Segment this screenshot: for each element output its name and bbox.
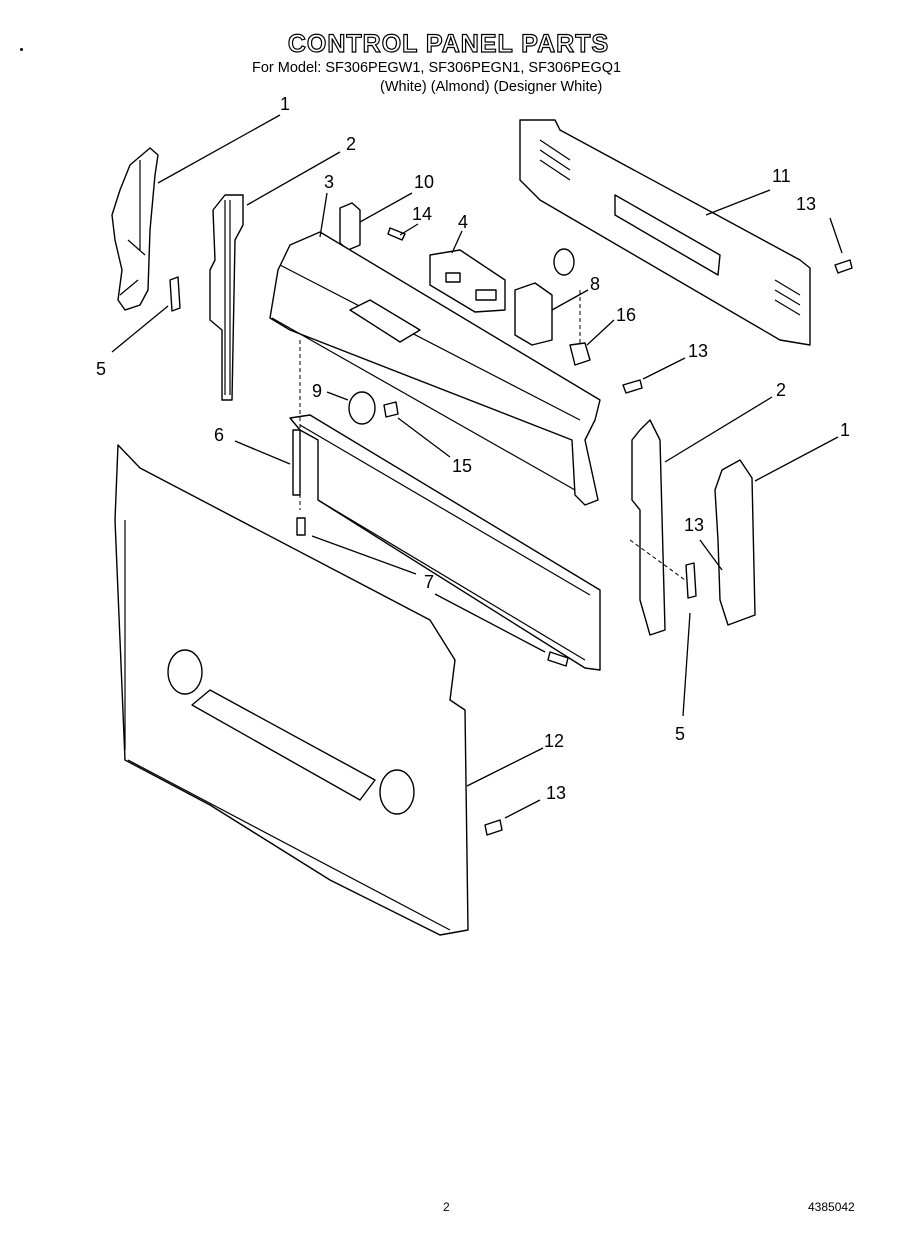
part-12-front-panel <box>114 444 469 936</box>
part-15-screw <box>383 401 399 418</box>
callout-13: 13 <box>796 194 816 214</box>
part-6-bracket <box>292 429 301 496</box>
part-13-screw-b <box>622 379 643 394</box>
callout-2: 2 <box>346 134 356 154</box>
callout-5: 5 <box>675 724 685 744</box>
document-number: 4385042 <box>808 1200 855 1214</box>
callout-4: 4 <box>458 212 468 232</box>
callout-15: 15 <box>452 456 472 476</box>
part-7-screw-right <box>547 651 569 667</box>
part-ring <box>553 248 575 276</box>
page-title: CONTROL PANEL PARTS <box>287 29 610 58</box>
part-1-right-endcap <box>714 459 756 626</box>
callout-11: 11 <box>772 166 791 186</box>
model-list: For Model: SF306PEGW1, SF306PEGN1, SF306… <box>252 60 622 76</box>
color-list: (White) (Almond) (Designer White) <box>380 79 603 95</box>
callout-numbers: 1 2 3 10 14 4 11 13 5 8 16 13 9 2 1 6 15… <box>96 94 850 803</box>
callout-8: 8 <box>590 274 600 294</box>
part-13-screw-a <box>834 259 853 274</box>
callout-3: 3 <box>324 172 334 192</box>
part-5-left-clip <box>169 276 181 312</box>
part-7-rail <box>289 414 601 671</box>
callout-5: 5 <box>96 359 106 379</box>
part-13-screw-d <box>484 819 503 836</box>
callout-13: 13 <box>546 783 566 803</box>
callout-9: 9 <box>312 381 322 401</box>
part-9-knob <box>348 391 376 425</box>
callout-13: 13 <box>688 341 708 361</box>
callout-1: 1 <box>840 420 850 440</box>
callout-7: 7 <box>424 572 434 592</box>
callout-1: 1 <box>280 94 290 114</box>
part-11-back-panel <box>519 119 811 346</box>
callout-12: 12 <box>544 731 564 751</box>
scan-dot <box>20 48 23 51</box>
part-10-bracket <box>339 202 361 251</box>
callout-6: 6 <box>214 425 224 445</box>
part-5-right-clip <box>685 562 697 599</box>
part-2-left-bracket <box>209 194 244 401</box>
part-14-screw <box>387 227 406 241</box>
part-7-screw-left <box>296 517 306 536</box>
part-8-switch <box>514 282 553 346</box>
part-16-switch <box>569 342 591 366</box>
callout-14: 14 <box>412 204 432 224</box>
page-number: 2 <box>443 1200 450 1214</box>
leader-lines <box>111 114 843 819</box>
part-1-left-endcap <box>111 147 159 311</box>
callout-10: 10 <box>414 172 434 192</box>
callout-13: 13 <box>684 515 704 535</box>
part-3-control-panel <box>269 231 601 506</box>
part-4-clock <box>429 249 506 313</box>
part-2-right-bracket <box>631 419 666 636</box>
callout-16: 16 <box>616 305 636 325</box>
callout-2: 2 <box>776 380 786 400</box>
